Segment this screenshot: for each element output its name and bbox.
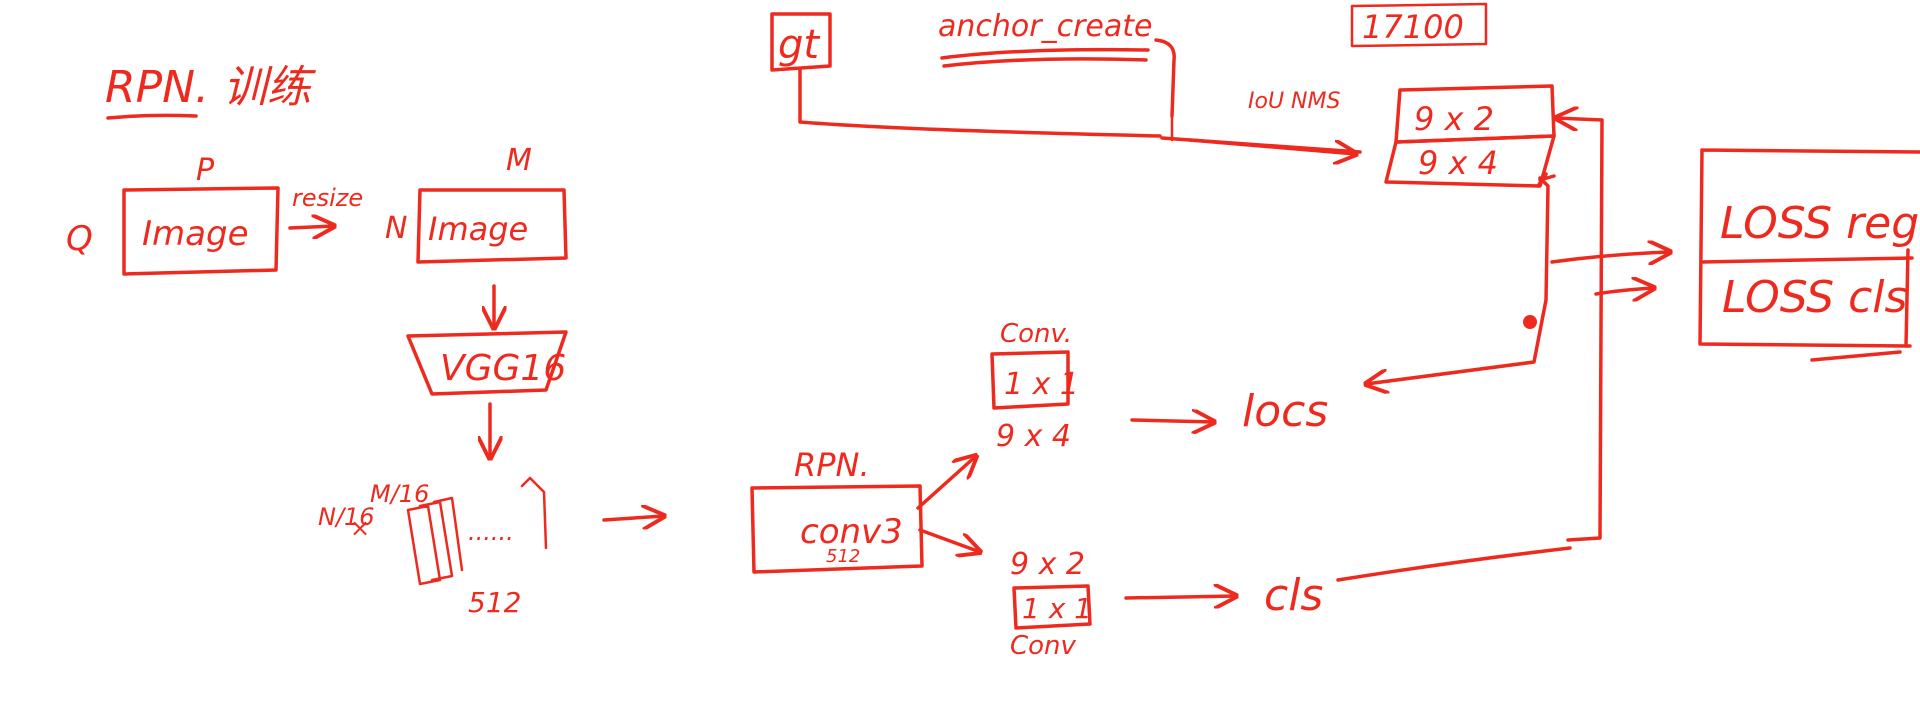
cls-to-target-line — [1556, 118, 1604, 542]
resize-label: resize — [292, 184, 363, 212]
loss-cls-label: LOSS cls — [1722, 272, 1907, 323]
conv3-512-label: 512 — [826, 546, 860, 567]
title-rpn-train: RPN. 训练 — [105, 62, 316, 113]
m-label: M — [506, 143, 532, 178]
feature-map-3 — [432, 496, 464, 572]
rpn-head-label: RPN. — [794, 446, 870, 484]
rpn-to-reg-arrow — [916, 456, 976, 510]
n-label: N — [385, 211, 407, 246]
loss-box-right — [1904, 248, 1910, 348]
reg-conv1x1-label: 1 x 1 — [1004, 367, 1079, 402]
to-loss-reg-arrow — [1550, 252, 1670, 262]
count-box — [1350, 2, 1488, 48]
loss-box — [1698, 148, 1920, 348]
conv-bottom-label: Conv — [1010, 631, 1077, 661]
count-label: 17100 — [1362, 8, 1464, 46]
feat-dots: ...... — [468, 518, 514, 546]
resized-image-label: Image — [428, 210, 528, 248]
rpn-conv3-box — [750, 484, 924, 574]
loss-underline — [1810, 350, 1902, 362]
gt-line — [798, 68, 1162, 138]
vgg16-label: VGG16 — [440, 348, 566, 389]
to-cls-arrow — [1124, 596, 1236, 598]
cls-label: cls — [1264, 570, 1323, 621]
cls-conv1x1-label: 1 x 1 — [1022, 592, 1092, 625]
feature-map-1 — [406, 504, 442, 586]
reg-9x4-label: 9 x 4 — [996, 419, 1071, 454]
rpn-to-cls-arrow — [918, 528, 980, 552]
input-image-box — [122, 186, 280, 276]
to-rpn-arrow — [602, 516, 664, 520]
vgg16-trapezoid — [406, 330, 568, 396]
feature-map-2 — [418, 500, 454, 582]
cls-conv1x1-box — [1012, 584, 1092, 630]
feat-x-label: × — [350, 514, 370, 542]
anchor-underline — [940, 47, 1150, 68]
cls-9x2-label: 9 x 2 — [1010, 547, 1085, 582]
input-image-label: Image — [142, 214, 248, 254]
conv-top-label: Conv. — [1000, 319, 1072, 349]
cls-return-line — [1336, 546, 1572, 582]
target-9x2-label: 9 x 2 — [1414, 100, 1494, 138]
to-targets-arrow — [1188, 138, 1356, 154]
ink-dot — [1523, 315, 1537, 329]
reg-conv1x1-box — [990, 350, 1070, 410]
resized-image-box — [416, 188, 568, 264]
target-9x4-label: 9 x 4 — [1418, 144, 1498, 182]
anchor-create-label: anchor_create — [938, 9, 1152, 44]
locs-label: locs — [1242, 386, 1328, 437]
gt-box — [770, 12, 832, 72]
to-locs-arrow — [1130, 420, 1214, 422]
iou-nms-label: IoU NMS — [1248, 89, 1340, 114]
feature-map-last — [520, 476, 548, 550]
title-underline — [106, 113, 198, 120]
to-loss-cls-arrow — [1594, 288, 1654, 294]
feat-m-label: M/16 — [370, 480, 429, 508]
p-label: P — [196, 153, 215, 188]
loss-divider — [1700, 256, 1914, 264]
locs-return-line — [1366, 176, 1550, 384]
conv3-label: conv3 — [800, 512, 903, 552]
gt-label: gt — [778, 22, 820, 68]
feat-n-label: N/16 — [318, 503, 375, 531]
resize-arrow — [288, 226, 334, 228]
q-label: Q — [66, 219, 93, 259]
feat-512-label: 512 — [468, 586, 521, 619]
loss-reg-label: LOSS reg — [1720, 198, 1919, 249]
